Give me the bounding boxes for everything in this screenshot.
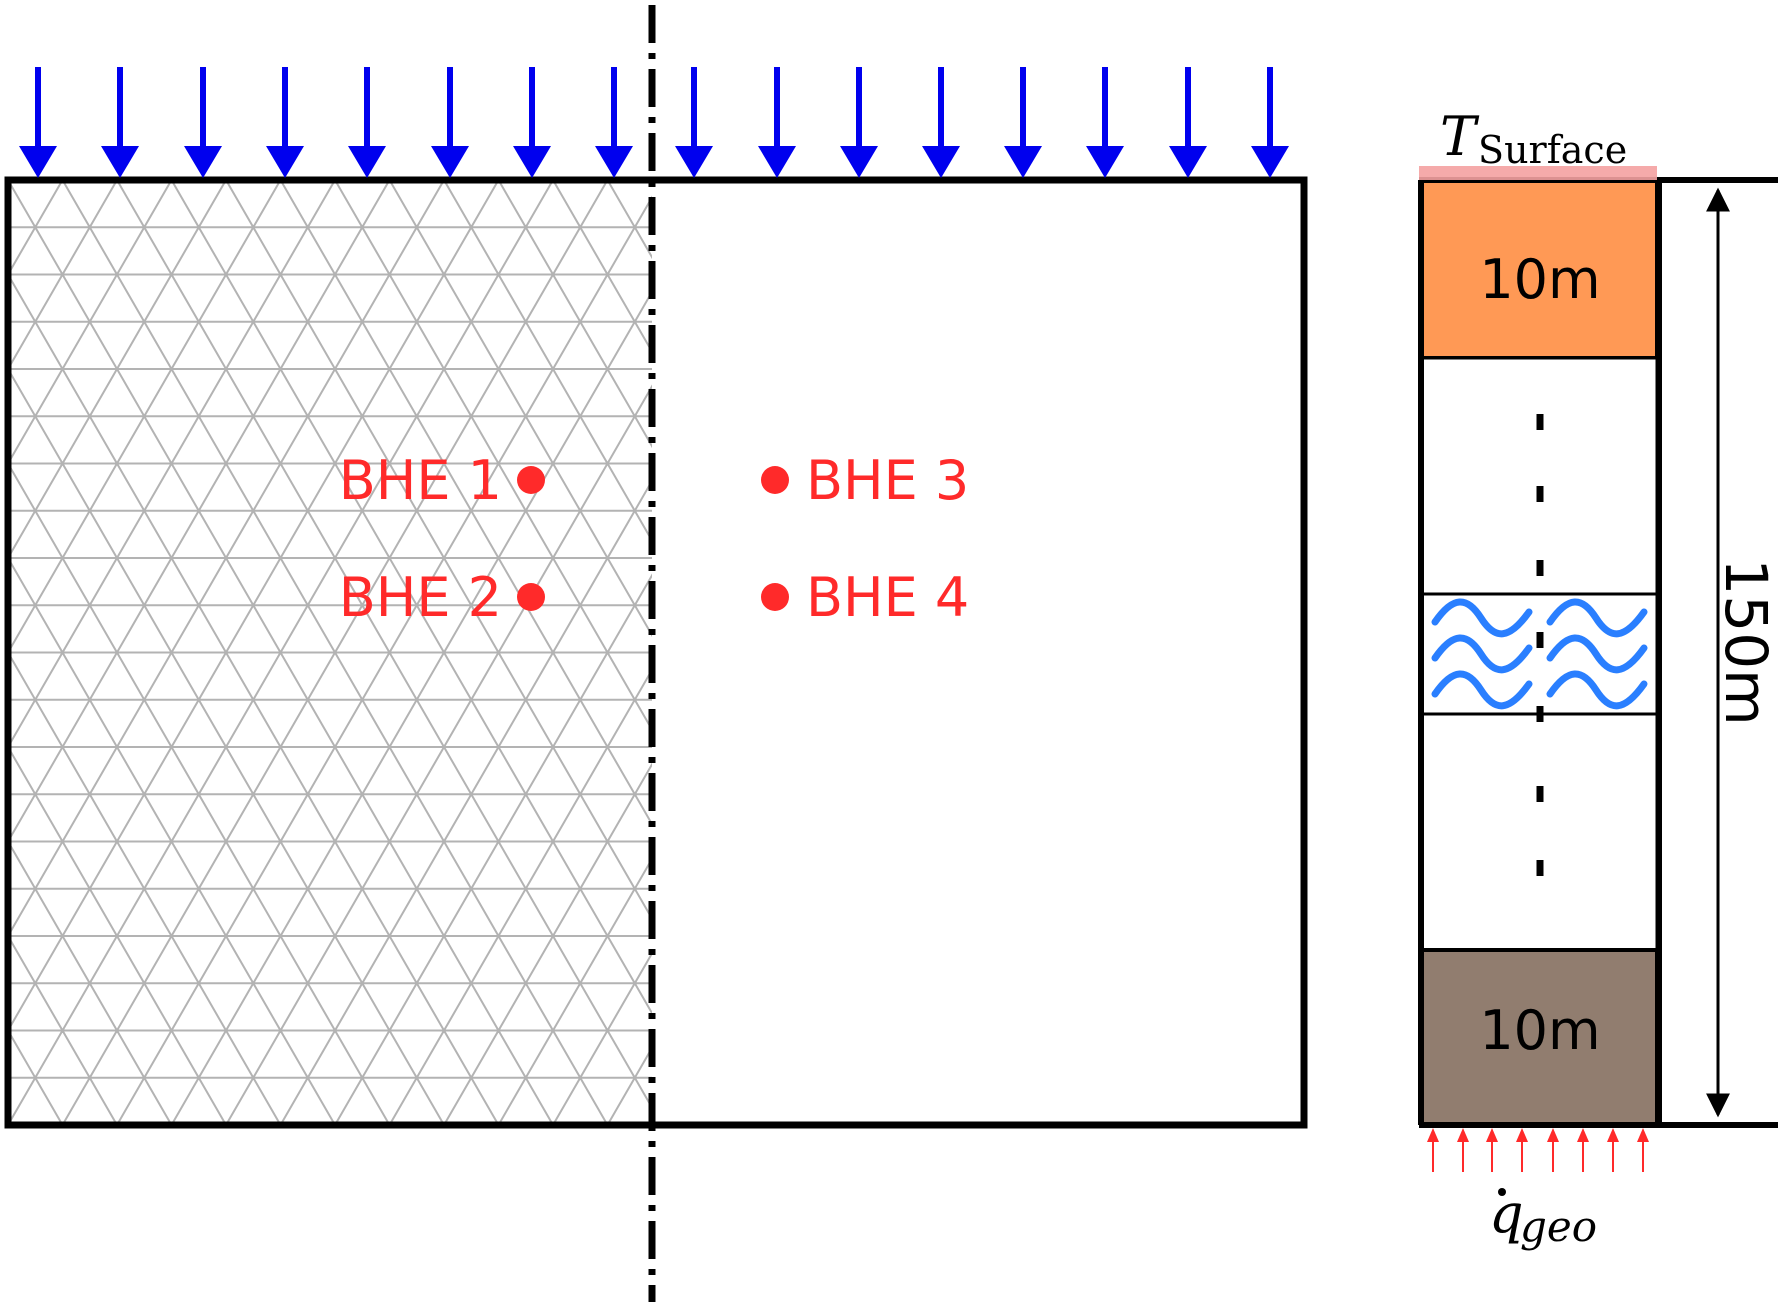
flux-arrow-head xyxy=(1427,1128,1439,1142)
arrow-up-icon xyxy=(1427,1128,1649,1172)
arrow-down-icon xyxy=(1086,67,1124,178)
arrow-down-icon xyxy=(595,67,633,178)
wave-stroke xyxy=(1431,670,1533,710)
load-arrow-head xyxy=(19,146,57,178)
geothermal-flux-label: q geo xyxy=(1489,1182,1597,1251)
groundwater-layer xyxy=(1419,592,1659,716)
arrow-down-icon xyxy=(840,67,878,178)
borehole-4-marker xyxy=(761,583,789,611)
middle-layer-upper xyxy=(1419,356,1659,596)
borehole-2-marker xyxy=(517,583,545,611)
flux-arrow-head xyxy=(1577,1128,1589,1142)
load-arrow-head xyxy=(675,146,713,178)
flux-arrow xyxy=(1577,1128,1589,1172)
arrow-down-icon xyxy=(19,67,57,178)
arrow-down-icon xyxy=(266,67,304,178)
wave-stroke xyxy=(1431,598,1533,638)
bottom-layer xyxy=(1419,948,1659,1127)
load-arrow-head xyxy=(348,146,386,178)
load-arrow-head xyxy=(513,146,551,178)
arrow-down-icon xyxy=(1004,67,1042,178)
flux-arrow-head xyxy=(1637,1128,1649,1142)
flux-arrow xyxy=(1516,1128,1528,1172)
middle-layer-lower xyxy=(1419,712,1659,952)
arrow-down-icon xyxy=(675,67,713,178)
soil-column: 10m 10m TSurface 150m q geo xyxy=(1418,105,1780,1251)
borehole-2: BHE 2 xyxy=(339,566,545,629)
arrow-down-icon xyxy=(431,67,469,178)
wave-icon xyxy=(1431,598,1648,710)
borehole-2-label: BHE 2 xyxy=(339,566,502,629)
arrow-down-icon xyxy=(758,67,796,178)
surface-temperature-bar xyxy=(1419,166,1657,180)
surface-temperature-symbol: T xyxy=(1440,105,1480,168)
geothermal-flux-subscript: geo xyxy=(1520,1202,1597,1251)
triangular-mesh xyxy=(8,180,652,1125)
arrow-down-icon xyxy=(101,67,139,178)
arrow-down-icon xyxy=(184,67,222,178)
model-domain-outline xyxy=(4,176,1308,1129)
load-arrow-head xyxy=(1086,146,1124,178)
surface-temperature-label: TSurface xyxy=(1440,105,1627,172)
flux-arrow-head xyxy=(1547,1128,1559,1142)
borehole-3: BHE 3 xyxy=(761,449,969,512)
flux-dot-accent xyxy=(1498,1188,1506,1196)
geothermal-flux-symbol: q xyxy=(1489,1182,1524,1245)
arrow-down-icon xyxy=(1169,67,1207,178)
load-arrow-head xyxy=(922,146,960,178)
flux-arrow-head xyxy=(1486,1128,1498,1142)
surface-temperature-subscript: Surface xyxy=(1478,128,1627,172)
arrow-down-icon xyxy=(348,67,386,178)
arrow-down-icon xyxy=(1251,67,1289,178)
load-arrow-head xyxy=(758,146,796,178)
flux-arrow xyxy=(1486,1128,1498,1172)
load-arrow-head xyxy=(1251,146,1289,178)
borehole-1: BHE 1 xyxy=(339,449,545,512)
wave-stroke xyxy=(1431,634,1533,674)
load-arrow-head xyxy=(1004,146,1042,178)
borehole-4-label: BHE 4 xyxy=(806,566,969,629)
borehole-3-label: BHE 3 xyxy=(806,449,969,512)
surface-load-arrows xyxy=(19,67,1289,178)
flux-arrow xyxy=(1547,1128,1559,1172)
load-arrow-head xyxy=(431,146,469,178)
flux-arrow xyxy=(1607,1128,1619,1172)
wave-stroke xyxy=(1546,670,1648,710)
borehole-1-marker xyxy=(517,466,545,494)
load-arrow-head xyxy=(266,146,304,178)
mesh-lines xyxy=(8,180,652,1125)
load-arrow-head xyxy=(184,146,222,178)
arrow-down-icon xyxy=(513,67,551,178)
flux-arrow xyxy=(1427,1128,1439,1172)
depth-label: 150m xyxy=(1712,558,1780,725)
flux-arrow xyxy=(1637,1128,1649,1172)
load-arrow-head xyxy=(595,146,633,178)
bottom-layer-label: 10m xyxy=(1479,999,1600,1062)
load-arrow-head xyxy=(840,146,878,178)
flux-arrow xyxy=(1457,1128,1469,1172)
flux-arrow-head xyxy=(1607,1128,1619,1142)
borehole-1-label: BHE 1 xyxy=(339,449,502,512)
flux-arrow-head xyxy=(1457,1128,1469,1142)
top-layer-label: 10m xyxy=(1479,248,1600,311)
wave-stroke xyxy=(1546,634,1648,674)
borehole-4: BHE 4 xyxy=(761,566,969,629)
borehole-3-marker xyxy=(761,466,789,494)
arrow-down-icon xyxy=(922,67,960,178)
flux-arrow-head xyxy=(1516,1128,1528,1142)
load-arrow-head xyxy=(101,146,139,178)
wave-stroke xyxy=(1546,598,1648,638)
load-arrow-head xyxy=(1169,146,1207,178)
